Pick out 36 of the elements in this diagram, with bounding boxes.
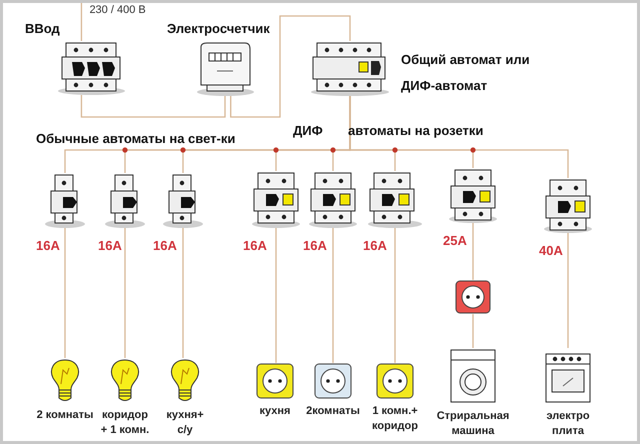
group-label: автоматы на розетки (348, 123, 484, 138)
current-rating: 16А (153, 238, 177, 253)
current-rating: 16А (303, 238, 327, 253)
current-rating: 16А (363, 238, 387, 253)
wire (124, 228, 126, 358)
current-rating: 16А (243, 238, 267, 253)
wire (349, 96, 569, 178)
load-label: 2комнаты (305, 404, 361, 419)
wire (80, 95, 226, 118)
wire (275, 228, 277, 363)
wire (80, 3, 82, 41)
wire (230, 15, 351, 118)
group-label: ДИФ (293, 123, 323, 138)
load-label: электро плита (545, 409, 591, 439)
wire (332, 228, 334, 363)
wire (472, 314, 474, 348)
wire (64, 228, 66, 358)
load-label: кухня+ с/у (165, 408, 205, 438)
current-rating: 40А (539, 243, 563, 258)
device-label: ВВод (25, 21, 61, 37)
load-label: Стриральная машина (436, 409, 510, 439)
wire (567, 233, 569, 348)
group-label: Обычные автоматы на свет-ки (36, 131, 236, 146)
load-label: 2 комнаты (36, 408, 94, 423)
voltage-label: 230 / 400 В (87, 4, 148, 16)
wire (472, 223, 474, 280)
wire (394, 228, 396, 363)
wire (182, 228, 184, 358)
current-rating: 25А (443, 233, 467, 248)
device-label: Электросчетчик (167, 21, 271, 37)
current-rating: 16А (98, 238, 122, 253)
device-label: Общий автомат или ДИФ-автомат (401, 51, 531, 95)
load-label: кухня (258, 404, 292, 419)
current-rating: 16А (36, 238, 60, 253)
load-label: 1 комн.+ коридор (371, 404, 419, 434)
load-label: коридор + 1 комн. (100, 408, 150, 438)
